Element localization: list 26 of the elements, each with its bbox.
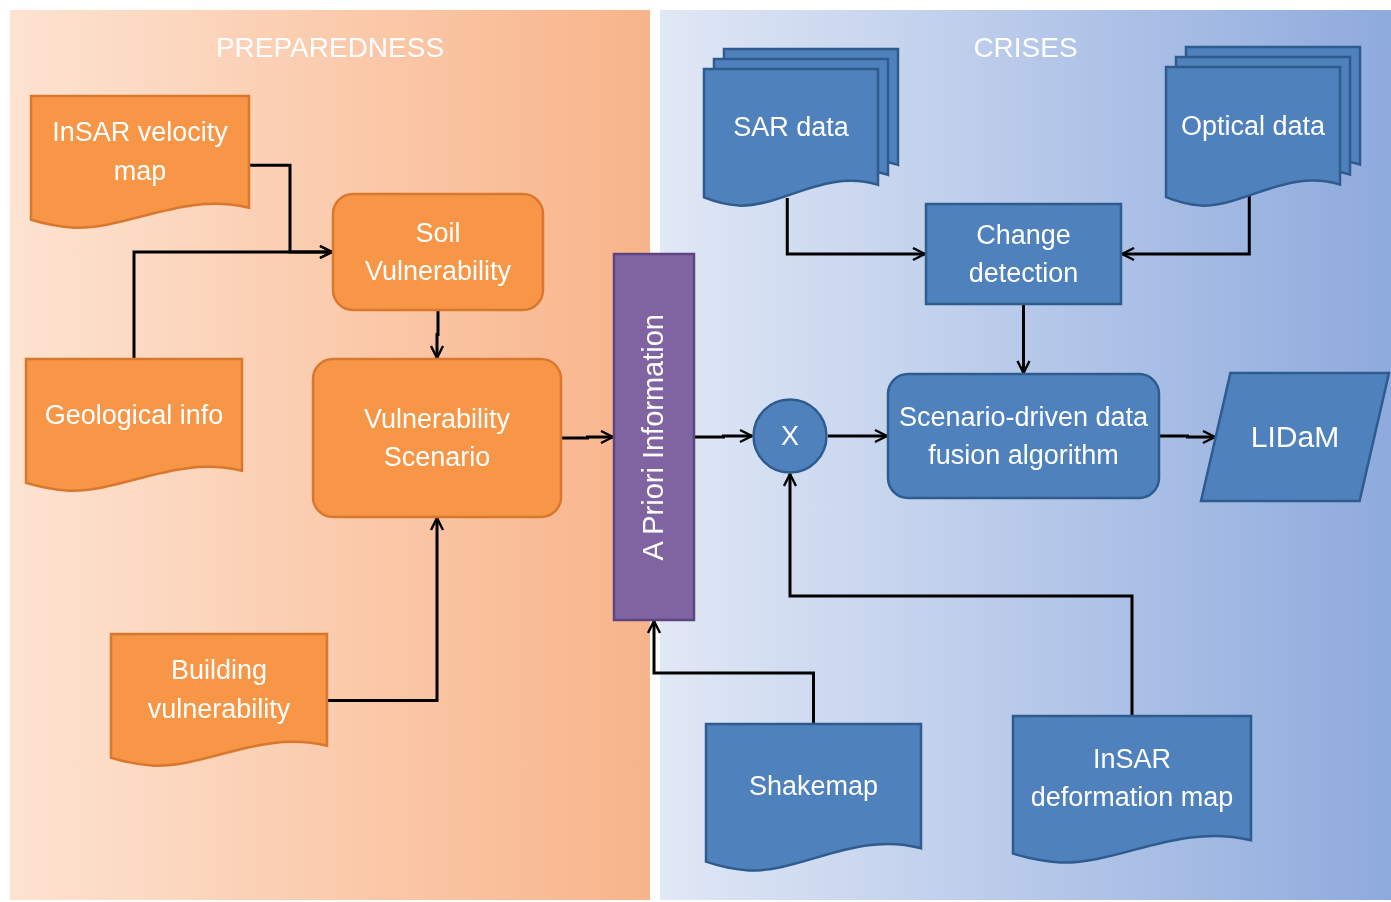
section-title: PREPAREDNESS: [215, 32, 445, 64]
document-shape: InSAR velocity map: [30, 95, 250, 230]
arrow: [1120, 196, 1251, 262]
arrow: [132, 244, 334, 358]
process-box: A Priori Information: [613, 253, 695, 621]
arrow: [828, 428, 889, 444]
document-shape: Geological info: [25, 358, 243, 493]
arrow: [328, 516, 445, 702]
section-title: CRISES: [973, 32, 1078, 64]
document-shape: Shakemap: [705, 723, 922, 873]
operator-circle: X: [752, 398, 828, 474]
arrow: [562, 429, 615, 445]
process-box: Vulnerability Scenario: [312, 358, 562, 518]
arrow: [782, 472, 1134, 715]
arrow: [785, 198, 927, 262]
output-parallelogram: LIDaM: [1200, 372, 1390, 502]
arrow: [646, 619, 815, 723]
process-box: Soil Vulnerability: [332, 193, 544, 311]
process-box: Change detection: [925, 203, 1122, 305]
arrow: [1160, 429, 1217, 445]
document-shape: InSAR deformation map: [1012, 715, 1252, 865]
arrow: [429, 311, 445, 360]
arrow: [1016, 305, 1031, 375]
arrow: [695, 428, 754, 444]
document-shape: Building vulnerability: [110, 633, 328, 768]
process-box: Scenario-driven data fusion algorithm: [887, 373, 1160, 499]
